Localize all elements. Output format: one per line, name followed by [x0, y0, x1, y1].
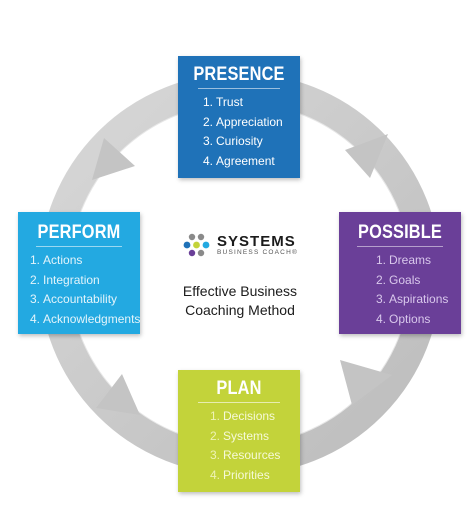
- list-item: 1.Decisions: [210, 409, 276, 423]
- list-item: 3.Resources: [210, 448, 281, 462]
- brand-name: SYSTEMS: [217, 232, 296, 250]
- stage-list-plan: 1.Decisions 2.Systems 3.Resources 4.Prio…: [178, 407, 300, 485]
- center-panel: SYSTEMS BUSINESS COACH® Effective Busine…: [155, 232, 325, 320]
- method-tagline: Effective Business Coaching Method: [182, 283, 298, 318]
- stage-box-plan: PLAN 1.Decisions 2.Systems 3.Resources 4…: [178, 370, 300, 492]
- list-item: 1.Actions: [30, 253, 83, 267]
- list-item: 2.Integration: [30, 272, 100, 287]
- list-item: 1.Trust: [203, 95, 243, 109]
- arrowhead-top-right-icon: [345, 134, 388, 178]
- list-item: 2.Goals: [376, 272, 421, 287]
- list-item: 3.Curiosity: [203, 134, 263, 148]
- list-item: 1.Dreams: [376, 253, 432, 267]
- list-item: 4.Options: [376, 311, 431, 326]
- stage-divider: [357, 246, 443, 247]
- stage-box-presence: PRESENCE 1.Trust 2.Appreciation 3.Curios…: [178, 56, 300, 178]
- list-item: 4.Acknowledgments: [30, 311, 141, 326]
- stage-title-possible: POSSIBLE: [357, 222, 443, 243]
- brand-subtitle: BUSINESS COACH®: [217, 248, 298, 256]
- brand-logo: SYSTEMS BUSINESS COACH®: [155, 232, 325, 258]
- stage-box-possible: POSSIBLE 1.Dreams 2.Goals 3.Aspirations …: [339, 212, 461, 334]
- list-item: 3.Aspirations: [376, 292, 449, 306]
- arrowhead-bottom-right-icon: [340, 360, 392, 405]
- list-item: 2.Systems: [210, 428, 270, 443]
- stage-title-perform: PERFORM: [37, 222, 121, 243]
- stage-box-perform: PERFORM 1.Actions 2.Integration 3.Accoun…: [18, 212, 140, 334]
- list-item: 4.Priorities: [210, 467, 270, 482]
- stage-divider: [198, 88, 280, 89]
- stage-title-presence: PRESENCE: [193, 64, 285, 85]
- stage-title-plan: PLAN: [216, 378, 262, 399]
- arrowhead-bottom-left-icon: [96, 374, 140, 415]
- list-item: 3.Accountability: [30, 292, 118, 306]
- registered-mark: ®: [291, 248, 298, 256]
- stage-divider: [198, 402, 280, 403]
- list-item: 2.Appreciation: [203, 114, 283, 129]
- stage-divider: [36, 246, 122, 247]
- brand-wordmark: SYSTEMS BUSINESS COACH®: [217, 234, 298, 257]
- list-item: 4.Agreement: [203, 153, 275, 168]
- stage-list-perform: 1.Actions 2.Integration 3.Accountability…: [18, 251, 140, 329]
- arrowhead-top-left-icon: [92, 138, 135, 180]
- stage-list-presence: 1.Trust 2.Appreciation 3.Curiosity 4.Agr…: [178, 93, 300, 171]
- logo-mark-icon: [183, 233, 210, 257]
- stage-list-possible: 1.Dreams 2.Goals 3.Aspirations 4.Options: [339, 251, 461, 329]
